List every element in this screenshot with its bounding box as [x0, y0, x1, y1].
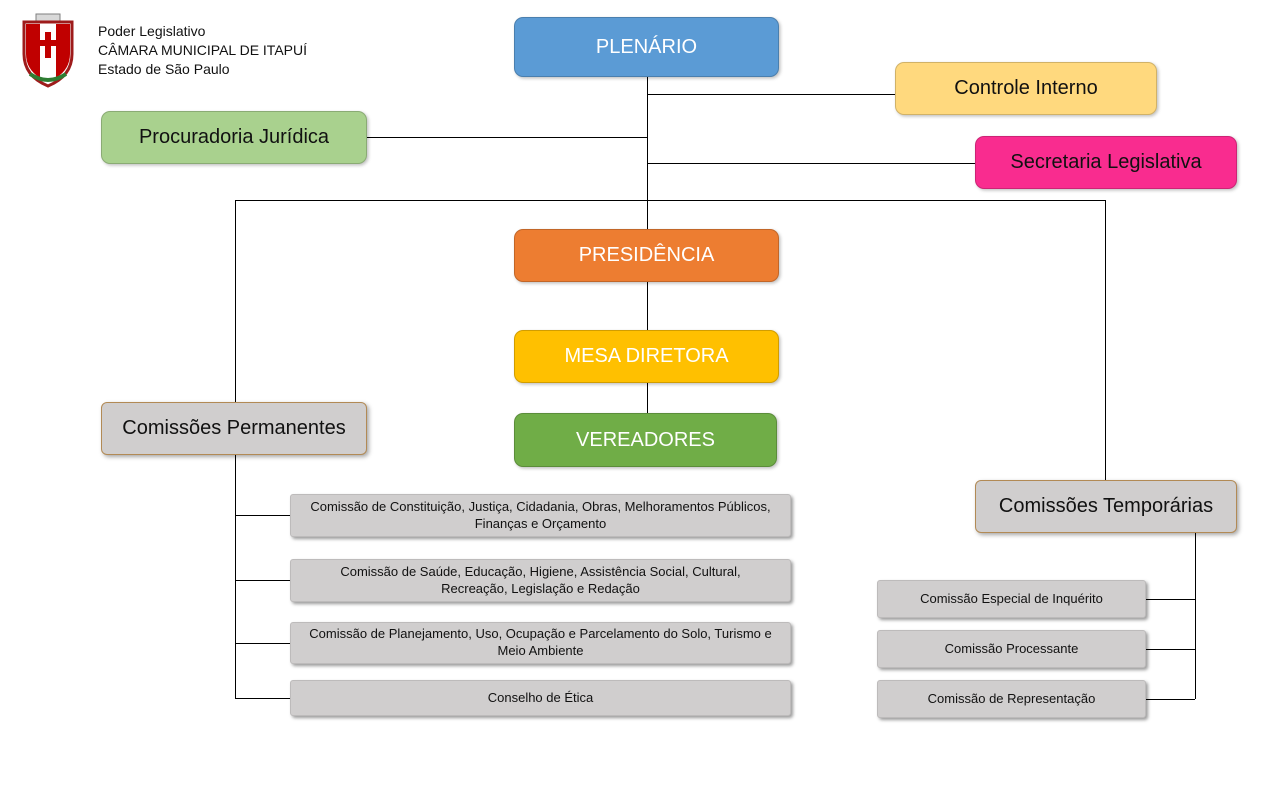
node-mesa-diretora: MESA DIRETORA: [514, 330, 779, 383]
node-procuradoria-juridica-label: Procuradoria Jurídica: [138, 126, 330, 148]
node-comissao-temporaria-2-label: Comissão Processante: [944, 640, 1079, 656]
connector-temp-stub-3: [1146, 699, 1195, 700]
node-comissoes-temporarias: Comissões Temporárias: [975, 480, 1237, 533]
letterhead-line-1: Poder Legislativo: [98, 23, 206, 39]
node-secretaria-legislativa: Secretaria Legislativa: [975, 136, 1237, 189]
connector-secretaria: [647, 163, 975, 164]
connector-plenario-trunk: [647, 77, 648, 229]
connector-temp-stub-2: [1146, 649, 1195, 650]
node-comissoes-permanentes: Comissões Permanentes: [101, 402, 367, 455]
node-procuradoria-juridica: Procuradoria Jurídica: [101, 111, 367, 164]
node-comissoes-permanentes-label: Comissões Permanentes: [122, 417, 346, 439]
node-comissao-temporaria-1: Comissão Especial de Inquérito: [877, 580, 1146, 618]
connector-perm-stub-2: [235, 580, 290, 581]
connector-perm-stub-1: [235, 515, 290, 516]
node-secretaria-legislativa-label: Secretaria Legislativa: [1010, 151, 1202, 173]
node-comissao-temporaria-3-label: Comissão de Representação: [927, 690, 1096, 706]
node-comissao-permanente-3: Comissão de Planejamento, Uso, Ocupação …: [290, 622, 791, 664]
node-controle-interno: Controle Interno: [895, 62, 1157, 115]
connector-right-drop: [1105, 200, 1106, 480]
connector-temp-stub-1: [1146, 599, 1195, 600]
node-comissao-permanente-3-label: Comissão de Planejamento, Uso, Ocupação …: [309, 626, 772, 658]
node-comissao-permanente-2-label: Comissão de Saúde, Educação, Higiene, As…: [340, 563, 741, 596]
connector-mesa-vereadores: [647, 383, 648, 413]
node-plenario-label: PLENÁRIO: [595, 35, 698, 58]
connector-controle-interno: [647, 94, 895, 95]
letterhead-line-3: Estado de São Paulo: [98, 61, 230, 77]
node-mesa-diretora-label: MESA DIRETORA: [564, 345, 729, 367]
connector-top-span: [235, 200, 1105, 201]
letterhead: Poder Legislativo CÂMARA MUNICIPAL DE IT…: [98, 22, 307, 79]
connector-perm-stub-3: [235, 643, 290, 644]
node-comissao-temporaria-3: Comissão de Representação: [877, 680, 1146, 718]
connector-permanentes-spine: [235, 455, 236, 698]
node-vereadores-label: VEREADORES: [576, 428, 715, 451]
node-plenario: PLENÁRIO: [514, 17, 779, 77]
node-conselho-de-etica: Conselho de Ética: [290, 680, 791, 716]
node-comissao-permanente-1-label: Comissão de Constituição, Justiça, Cidad…: [310, 498, 771, 531]
coat-of-arms-logo: [22, 13, 74, 88]
letterhead-line-2: CÂMARA MUNICIPAL DE ITAPUÍ: [98, 42, 307, 58]
node-conselho-de-etica-label: Conselho de Ética: [487, 689, 594, 705]
connector-temporarias-spine: [1195, 533, 1196, 699]
node-comissao-permanente-1: Comissão de Constituição, Justiça, Cidad…: [290, 494, 791, 537]
connector-presidencia-mesa: [647, 282, 648, 330]
node-comissoes-temporarias-label: Comissões Temporárias: [998, 495, 1214, 517]
node-comissao-temporaria-2: Comissão Processante: [877, 630, 1146, 668]
connector-procuradoria: [367, 137, 647, 138]
node-presidencia: PRESIDÊNCIA: [514, 229, 779, 282]
node-controle-interno-label: Controle Interno: [954, 77, 1098, 99]
connector-left-drop: [235, 200, 236, 402]
node-comissao-temporaria-1-label: Comissão Especial de Inquérito: [920, 590, 1103, 606]
connector-perm-stub-4: [235, 698, 290, 699]
node-presidencia-label: PRESIDÊNCIA: [578, 244, 715, 266]
node-vereadores: VEREADORES: [514, 413, 777, 467]
node-comissao-permanente-2: Comissão de Saúde, Educação, Higiene, As…: [290, 559, 791, 602]
